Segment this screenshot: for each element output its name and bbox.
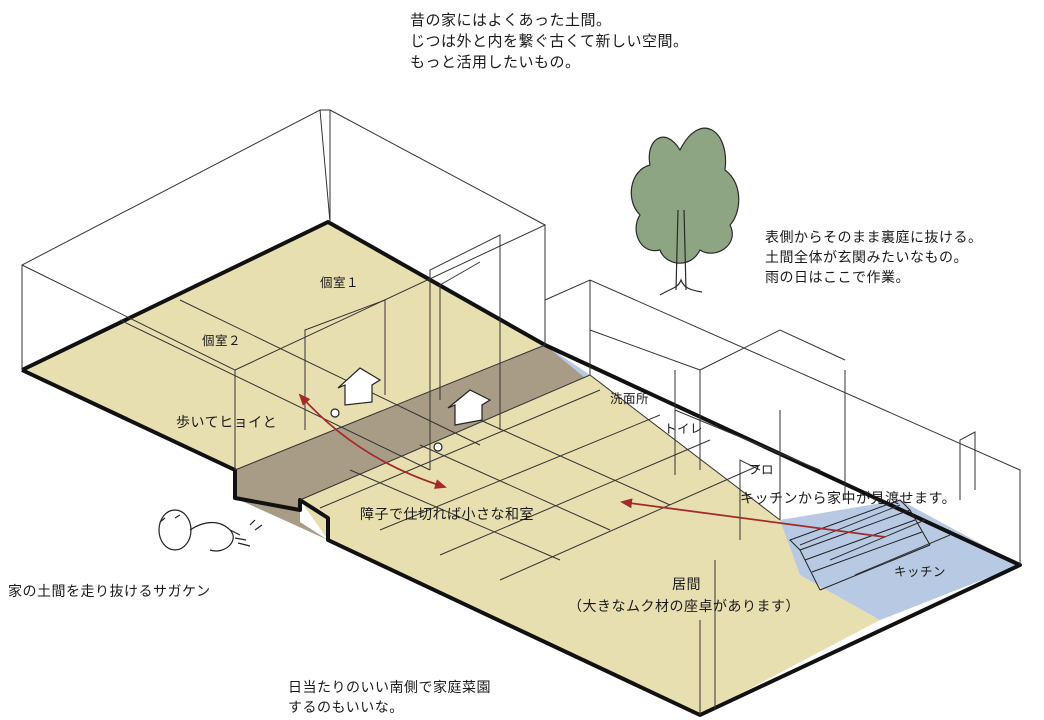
doma-note: 表側からそのまま裏庭に抜ける。 土間全体が玄関みたいなもの。 雨の日はここで作業… xyxy=(765,228,983,288)
living-table-note: （大きなムク材の座卓があります） xyxy=(568,599,800,615)
intro-line-3: もっと活用したいもの。 xyxy=(410,53,581,71)
garden-note: 日当たりのいい南側で家庭菜園 するのもいいな。 xyxy=(288,678,491,718)
doma-earthen-floor xyxy=(235,345,590,540)
kitchen-label: キッチン xyxy=(894,564,947,579)
toilet-label: トイレ xyxy=(664,421,704,436)
garden-note-line-2: するのもいいな。 xyxy=(288,700,404,716)
room-floor-area xyxy=(22,222,545,470)
movement-arrows xyxy=(298,393,886,538)
washroom-label: 洗面所 xyxy=(610,391,650,406)
living-label: 居間 xyxy=(672,577,701,593)
intro-line-1: 昔の家にはよくあった土間。 xyxy=(410,11,612,29)
wall-wireframe xyxy=(21,109,1021,715)
room-label-1: 個室１ xyxy=(320,275,360,290)
house-icon xyxy=(330,367,492,452)
doma-note-line-1: 表側からそのまま裏庭に抜ける。 xyxy=(765,230,983,246)
character-note: 家の土間を走り抜けるサガケン xyxy=(8,584,211,600)
kitchen-counter xyxy=(789,499,931,591)
room-label-2: 個室２ xyxy=(202,333,242,348)
floor-outline xyxy=(21,220,1022,717)
kitchen-view-arrow xyxy=(620,498,886,538)
intro-line-2: じつは外と内を繋ぐ古くて新しい空間。 xyxy=(410,32,689,50)
intro-note: 昔の家にはよくあった土間。 じつは外と内を繋ぐ古くて新しい空間。 もっと活用した… xyxy=(410,10,689,73)
shoji-annotation: 障子で仕切れば小さな和室 xyxy=(360,507,534,523)
walk-arrow-back xyxy=(298,393,446,488)
walk-annotation: 歩いてヒョイと xyxy=(176,415,278,431)
garden-note-line-1: 日当たりのいい南側で家庭菜園 xyxy=(288,680,491,696)
floor-plan xyxy=(22,222,1020,715)
living-floor xyxy=(300,375,880,715)
doma-note-line-2: 土間全体が玄関みたいなもの。 xyxy=(765,250,968,266)
running-person-icon xyxy=(158,509,263,552)
kitchen-view-annotation: キッチンから家中が見渡せます。 xyxy=(740,491,957,507)
doma-note-line-3: 雨の日はここで作業。 xyxy=(765,270,910,286)
tree-icon xyxy=(630,127,740,296)
bath-label: フロ xyxy=(748,462,775,477)
kitchen-floor xyxy=(800,520,1020,620)
floor-lines xyxy=(119,299,951,581)
